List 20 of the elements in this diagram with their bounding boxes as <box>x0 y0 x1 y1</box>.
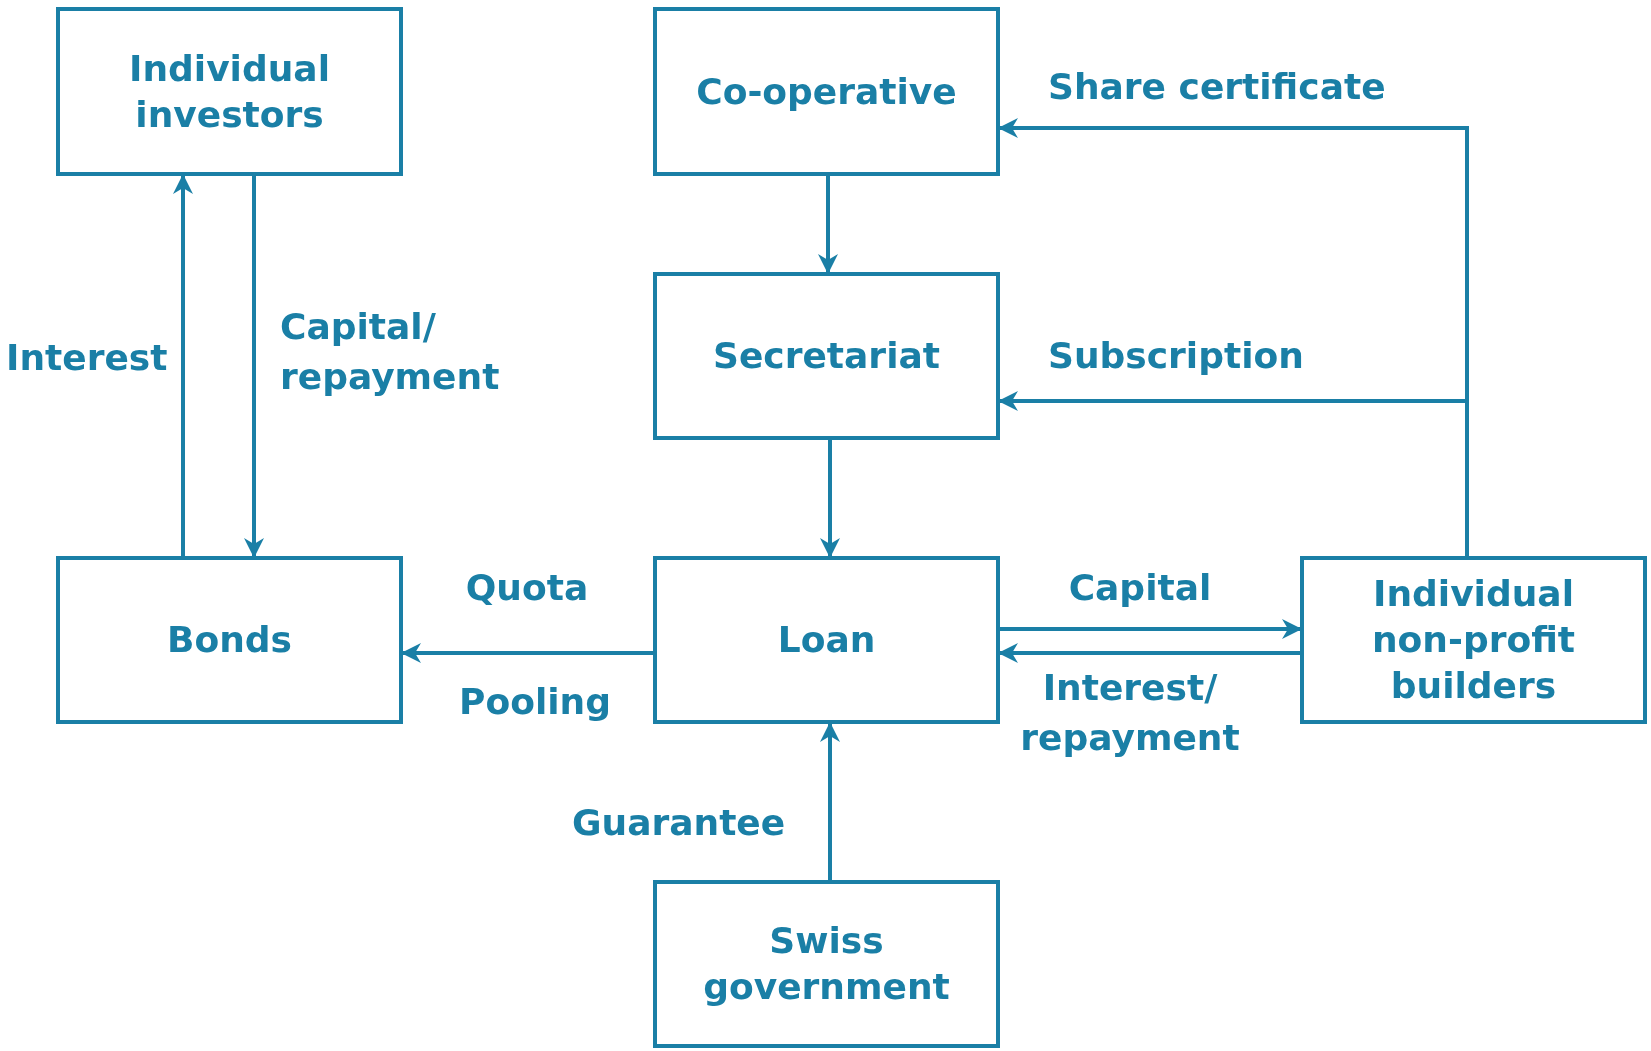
process-box <box>56 7 403 176</box>
arrow <box>820 440 840 558</box>
process-box <box>56 556 403 724</box>
process-box <box>653 272 1000 440</box>
box-label: Loan <box>777 618 876 662</box>
box-label: Bonds <box>167 618 292 662</box>
box-label: Secretariat <box>713 334 940 378</box>
box-label: Individual non-profit builders <box>1370 572 1577 708</box>
process-box <box>653 556 1000 724</box>
arrow <box>820 722 840 880</box>
arrow <box>173 174 193 556</box>
arrow <box>1000 619 1302 639</box>
process-box <box>653 7 1000 176</box>
box-label: Co-operative <box>696 69 957 114</box>
arrow <box>244 176 264 558</box>
box-label: Swiss government <box>702 919 951 1009</box>
box-label: Individual investors <box>128 46 331 137</box>
process-box <box>653 880 1000 1048</box>
process-box <box>1300 556 1647 724</box>
arrow <box>818 176 838 274</box>
